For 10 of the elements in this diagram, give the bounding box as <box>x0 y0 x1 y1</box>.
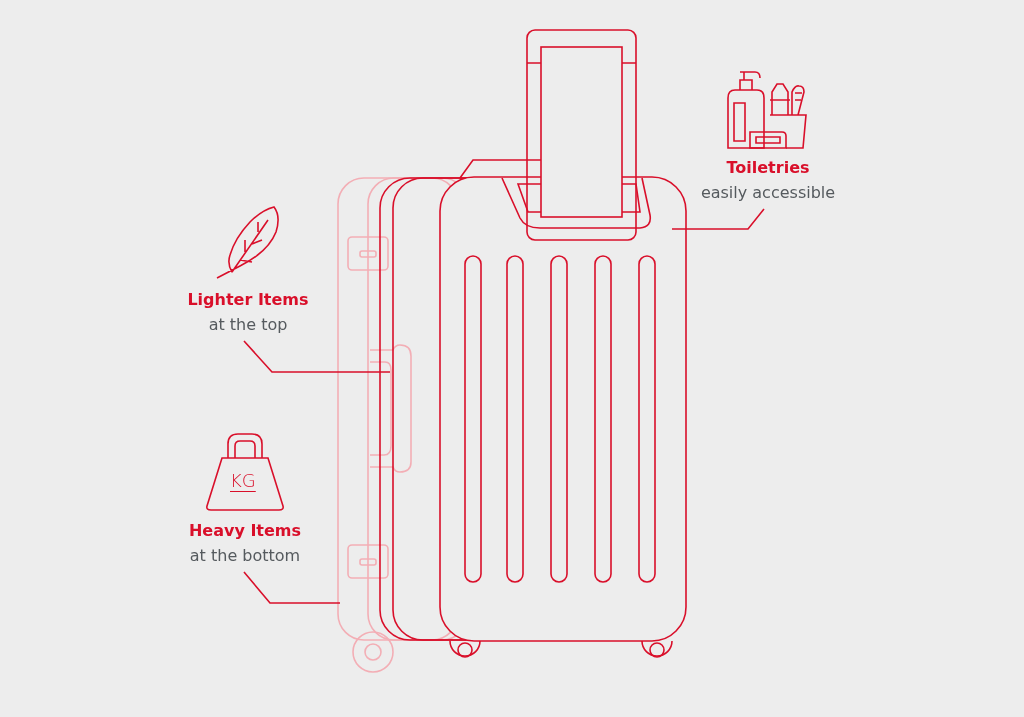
leader-line <box>243 340 391 373</box>
callout-heading: Toiletries <box>725 157 811 179</box>
leader-line <box>671 208 765 230</box>
callout-heading: Heavy Items <box>187 520 303 542</box>
weight-unit-text: KG <box>230 470 256 491</box>
callout-text: at the top <box>207 314 289 336</box>
callout-text: at the bottom <box>188 545 302 567</box>
leader-line <box>243 571 341 604</box>
callout-text: easily accessible <box>699 182 837 204</box>
callout-heading: Lighter Items <box>186 289 310 311</box>
